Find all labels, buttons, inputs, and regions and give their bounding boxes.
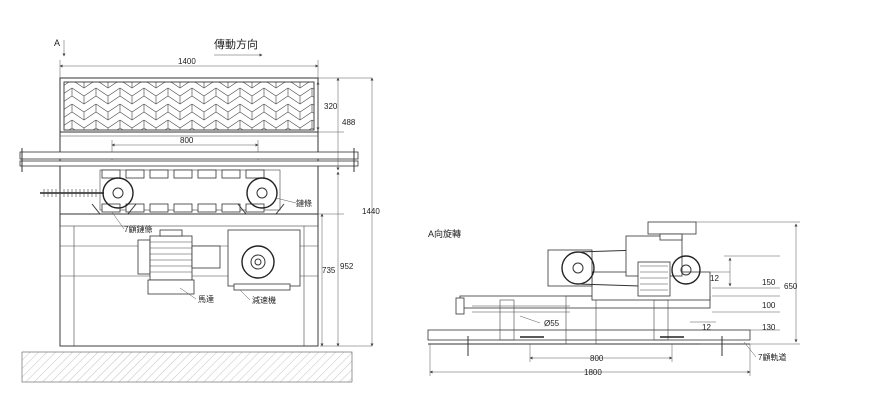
dim-800-side: 800 [180, 136, 194, 145]
view-a-title: A向旋轉 [428, 228, 461, 239]
dim-shaft: Ø55 [544, 319, 560, 328]
dim-width: 1400 [178, 57, 196, 66]
label-sprocket: 7顧鏈條 [124, 224, 152, 234]
motor [137, 229, 221, 295]
herringbone-panel [63, 81, 315, 131]
sprocket-right [246, 177, 278, 209]
dim-735: 735 [322, 266, 336, 275]
chain-links [101, 169, 265, 213]
floor-hatch [21, 351, 353, 383]
dim-1440: 1440 [362, 207, 380, 216]
sprocket-left [102, 177, 134, 209]
dim-1800: 1800 [584, 368, 602, 377]
label-rail: 7顧軌道 [758, 352, 786, 362]
dim-150: 150 [762, 278, 776, 287]
label-motor: 馬達 [198, 294, 214, 304]
reducer [227, 229, 301, 291]
side-view: A 傳動方向 1400 800 [19, 37, 380, 383]
flow-direction-label: 傳動方向 [214, 37, 258, 51]
view-a: A向旋轉 Ø55 [427, 221, 800, 377]
dim-488: 488 [342, 118, 356, 127]
dim-650: 650 [784, 282, 798, 291]
dim-12-bottom: 12 [702, 323, 711, 332]
label-chain: 鏈條 [296, 198, 312, 208]
dim-320: 320 [324, 102, 338, 111]
view-marker-a: A [54, 38, 60, 48]
dim-130: 130 [762, 323, 776, 332]
dim-100: 100 [762, 301, 776, 310]
dim-800-a: 800 [590, 354, 604, 363]
dim-12-top: 12 [710, 274, 719, 283]
label-reducer: 減速機 [252, 295, 276, 305]
dim-952: 952 [340, 262, 354, 271]
